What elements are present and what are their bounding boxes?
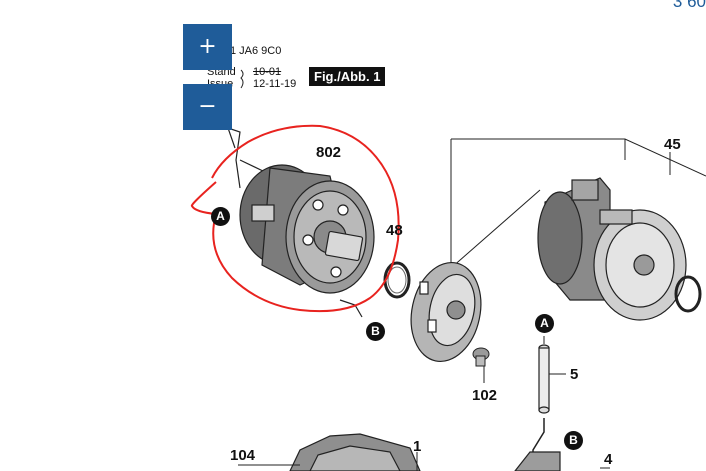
stand-date: 10-01 bbox=[253, 66, 282, 78]
stand-issue-bracket bbox=[240, 69, 244, 89]
part-label-5: 5 bbox=[570, 366, 579, 383]
part-label-802: 802 bbox=[316, 144, 342, 161]
part-label-45: 45 bbox=[664, 136, 681, 153]
marker-a: A bbox=[211, 207, 230, 226]
zoom-out-button[interactable]: − bbox=[183, 84, 232, 130]
assembly-frame-lines bbox=[450, 138, 706, 269]
screw-102 bbox=[472, 347, 490, 367]
bearing-plate bbox=[410, 261, 482, 363]
red-annotation-circle bbox=[190, 124, 400, 313]
part-label-102: 102 bbox=[472, 387, 498, 404]
page-reference: 3 60 bbox=[672, 0, 706, 11]
figure-label: Fig./Abb. 1 bbox=[309, 67, 386, 86]
part-label-104: 104 bbox=[230, 447, 256, 464]
part-number-suffix: 1 JA6 9C0 bbox=[230, 45, 282, 57]
zoom-in-button[interactable]: + bbox=[183, 24, 232, 70]
pin-5 bbox=[538, 344, 550, 414]
bracket-4 bbox=[514, 451, 561, 471]
part-label-4: 4 bbox=[604, 451, 613, 468]
motor-802 bbox=[239, 164, 375, 294]
part-label-48: 48 bbox=[386, 222, 403, 239]
part-label-1: 1 bbox=[413, 438, 422, 455]
issue-date: 12-11-19 bbox=[253, 78, 297, 90]
o-ring-right bbox=[674, 275, 702, 313]
marker-b: B bbox=[564, 431, 583, 450]
housing-104 bbox=[289, 433, 421, 471]
gearbox-45 bbox=[537, 177, 687, 321]
marker-a: A bbox=[535, 314, 554, 333]
marker-b: B bbox=[366, 322, 385, 341]
o-ring-48 bbox=[383, 261, 411, 299]
